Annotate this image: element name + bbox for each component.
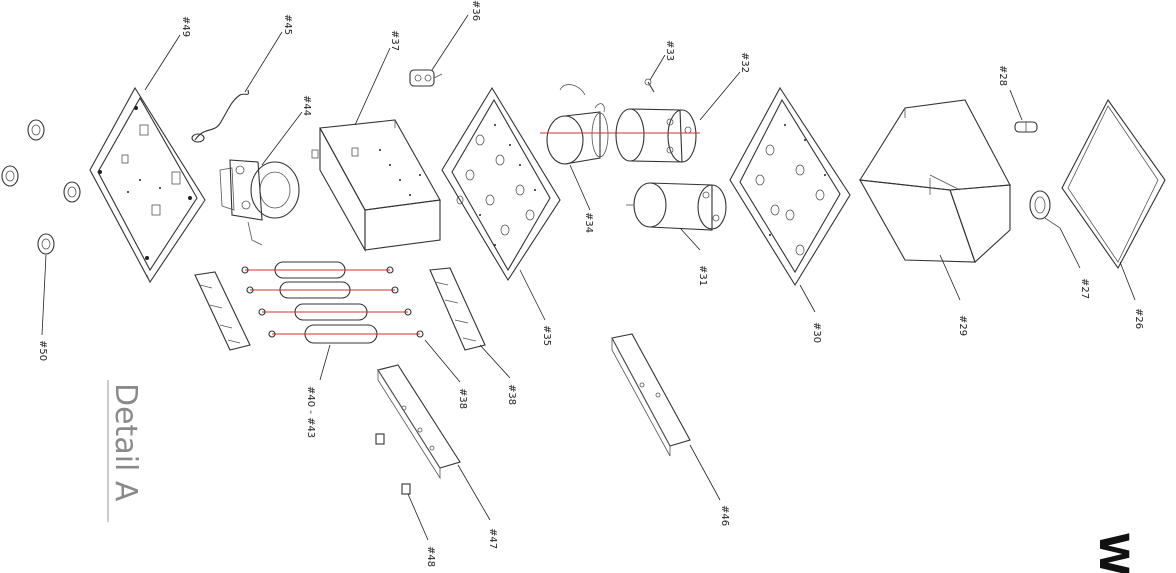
part-30-mounting-plate — [729, 86, 851, 287]
label-34: #34 — [583, 212, 594, 233]
part-labels: #49 #45 #36 #37 #33 #32 #28 #44 #34 #31 … — [37, 0, 1144, 567]
label-31: #31 — [697, 265, 708, 286]
part-34-pump-body — [540, 84, 620, 165]
label-44: #44 — [301, 95, 312, 116]
label-38-b: #38 — [506, 384, 517, 405]
label-48: #48 — [425, 546, 436, 567]
part-45-cable — [191, 89, 249, 143]
part-28-fitting — [1014, 121, 1038, 133]
diagram-title: Detail A — [107, 380, 143, 522]
part-32-pump-head — [615, 108, 700, 163]
label-26: #26 — [1133, 308, 1144, 329]
part-38-clamp-left — [194, 271, 251, 351]
label-27: #27 — [1079, 278, 1090, 299]
parts-40-43-filter-cylinders — [241, 261, 424, 344]
label-37: #37 — [389, 30, 400, 51]
label-38-a: #38 — [457, 388, 468, 409]
part-33-screw — [644, 78, 655, 93]
label-28: #28 — [997, 65, 1008, 86]
label-32: #32 — [739, 52, 750, 73]
label-36: #36 — [470, 0, 481, 21]
part-44-motor — [219, 159, 300, 246]
label-33: #33 — [664, 40, 675, 61]
part-49-base-plate — [89, 86, 206, 284]
part-31-motor-can — [626, 182, 727, 231]
label-30: #30 — [811, 322, 822, 343]
label-45: #45 — [282, 14, 293, 35]
part-47-bracket — [377, 364, 461, 480]
label-47: #47 — [487, 528, 498, 549]
part-38-clamp-right — [429, 267, 486, 351]
part-26-lid — [1061, 98, 1166, 270]
part-37-enclosure — [311, 119, 441, 253]
label-49: #49 — [180, 16, 191, 37]
leader-lines — [41, 14, 1136, 541]
brand-w-logo: W — [1090, 532, 1136, 573]
label-40-43: #40 - #43 — [305, 386, 316, 438]
part-36-connector — [409, 69, 443, 87]
part-50-feet — [1, 119, 81, 255]
label-50: #50 — [37, 340, 48, 361]
label-46: #46 — [719, 505, 730, 526]
part-29-housing — [858, 99, 1011, 263]
part-35-perforated-plate — [441, 86, 561, 282]
label-35: #35 — [541, 325, 552, 346]
label-29: #29 — [957, 315, 968, 336]
part-48-clips — [375, 433, 411, 495]
part-46-rail — [611, 333, 691, 457]
brand-mark: W — [1090, 532, 1136, 573]
part-27-plug — [1029, 190, 1061, 229]
title-detail-a: Detail A — [108, 383, 143, 502]
